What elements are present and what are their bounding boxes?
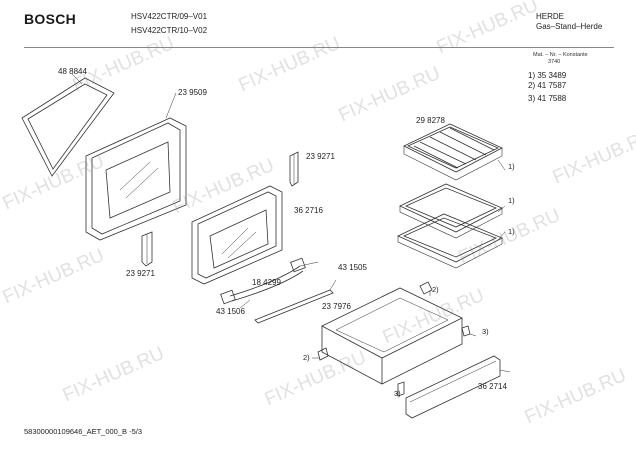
part-label-488844: 48 8844 — [58, 67, 87, 76]
storage-drawer-part — [321, 287, 463, 385]
door-seal-part — [21, 73, 115, 177]
oven-tray-2-part — [397, 213, 503, 269]
inner-door-part — [85, 92, 187, 241]
material-number-value: 3740 — [548, 59, 561, 65]
marker-slide-3: 3) — [482, 327, 489, 336]
oven-rack-grid-part — [403, 123, 503, 181]
part-label-239271-left: 23 9271 — [126, 269, 155, 278]
drawer-front-panel-part — [405, 355, 501, 419]
legend-ref-1: 1) 35 3489 — [528, 71, 567, 80]
marker-hinge-2: 2) — [432, 285, 439, 294]
leader-lines — [239, 159, 511, 395]
legend-ref-2: 2) 41 7587 — [528, 81, 567, 90]
brand-logo: BOSCH — [24, 11, 77, 27]
footer-doc-id: 58300000109646_AET_000_B — [24, 427, 128, 436]
footer-separator: - — [127, 427, 132, 436]
footer-page: 5/3 — [131, 427, 143, 436]
part-label-431505: 43 1505 — [338, 263, 367, 272]
material-number-title: Mat. – Nr. – Konstante — [533, 52, 588, 58]
marker-runner-2: 2) — [303, 353, 310, 362]
part-label-237976: 23 7976 — [322, 302, 351, 311]
marker-rack-3: 1) — [508, 227, 515, 236]
part-label-362714: 36 2714 — [478, 382, 507, 391]
door-handle-part — [220, 257, 306, 305]
footer-doc-number: 58300000109646_AET_000_B -5/3 — [24, 428, 142, 436]
part-label-362716: 36 2716 — [294, 206, 323, 215]
legend-ref-3: 3) 41 7588 — [528, 94, 567, 103]
model-number-2: HSV422CTR/10–V02 — [131, 26, 208, 35]
runner-clips-part — [317, 281, 471, 397]
subcategory-label: Gas–Stand–Herde — [536, 22, 603, 31]
header-rule — [24, 47, 614, 48]
category-label: HERDE — [536, 12, 565, 21]
outer-door-glass-part — [191, 185, 283, 285]
part-label-239271-top: 23 9271 — [306, 152, 335, 161]
oven-tray-1-part — [399, 183, 503, 239]
part-label-298278: 29 8278 — [416, 116, 445, 125]
hinge-left-part — [141, 231, 153, 267]
model-number-1: HSV422CTR/09–V01 — [131, 12, 208, 21]
hinge-top-part — [289, 151, 299, 187]
marker-runner-3: 3) — [394, 389, 401, 398]
part-label-431506: 43 1506 — [216, 307, 245, 316]
part-label-239509: 23 9509 — [178, 88, 207, 97]
marker-rack-2: 1) — [508, 196, 515, 205]
marker-rack-1: 1) — [508, 162, 515, 171]
part-label-184299: 18 4299 — [252, 278, 281, 287]
trim-strip-part — [254, 289, 334, 324]
